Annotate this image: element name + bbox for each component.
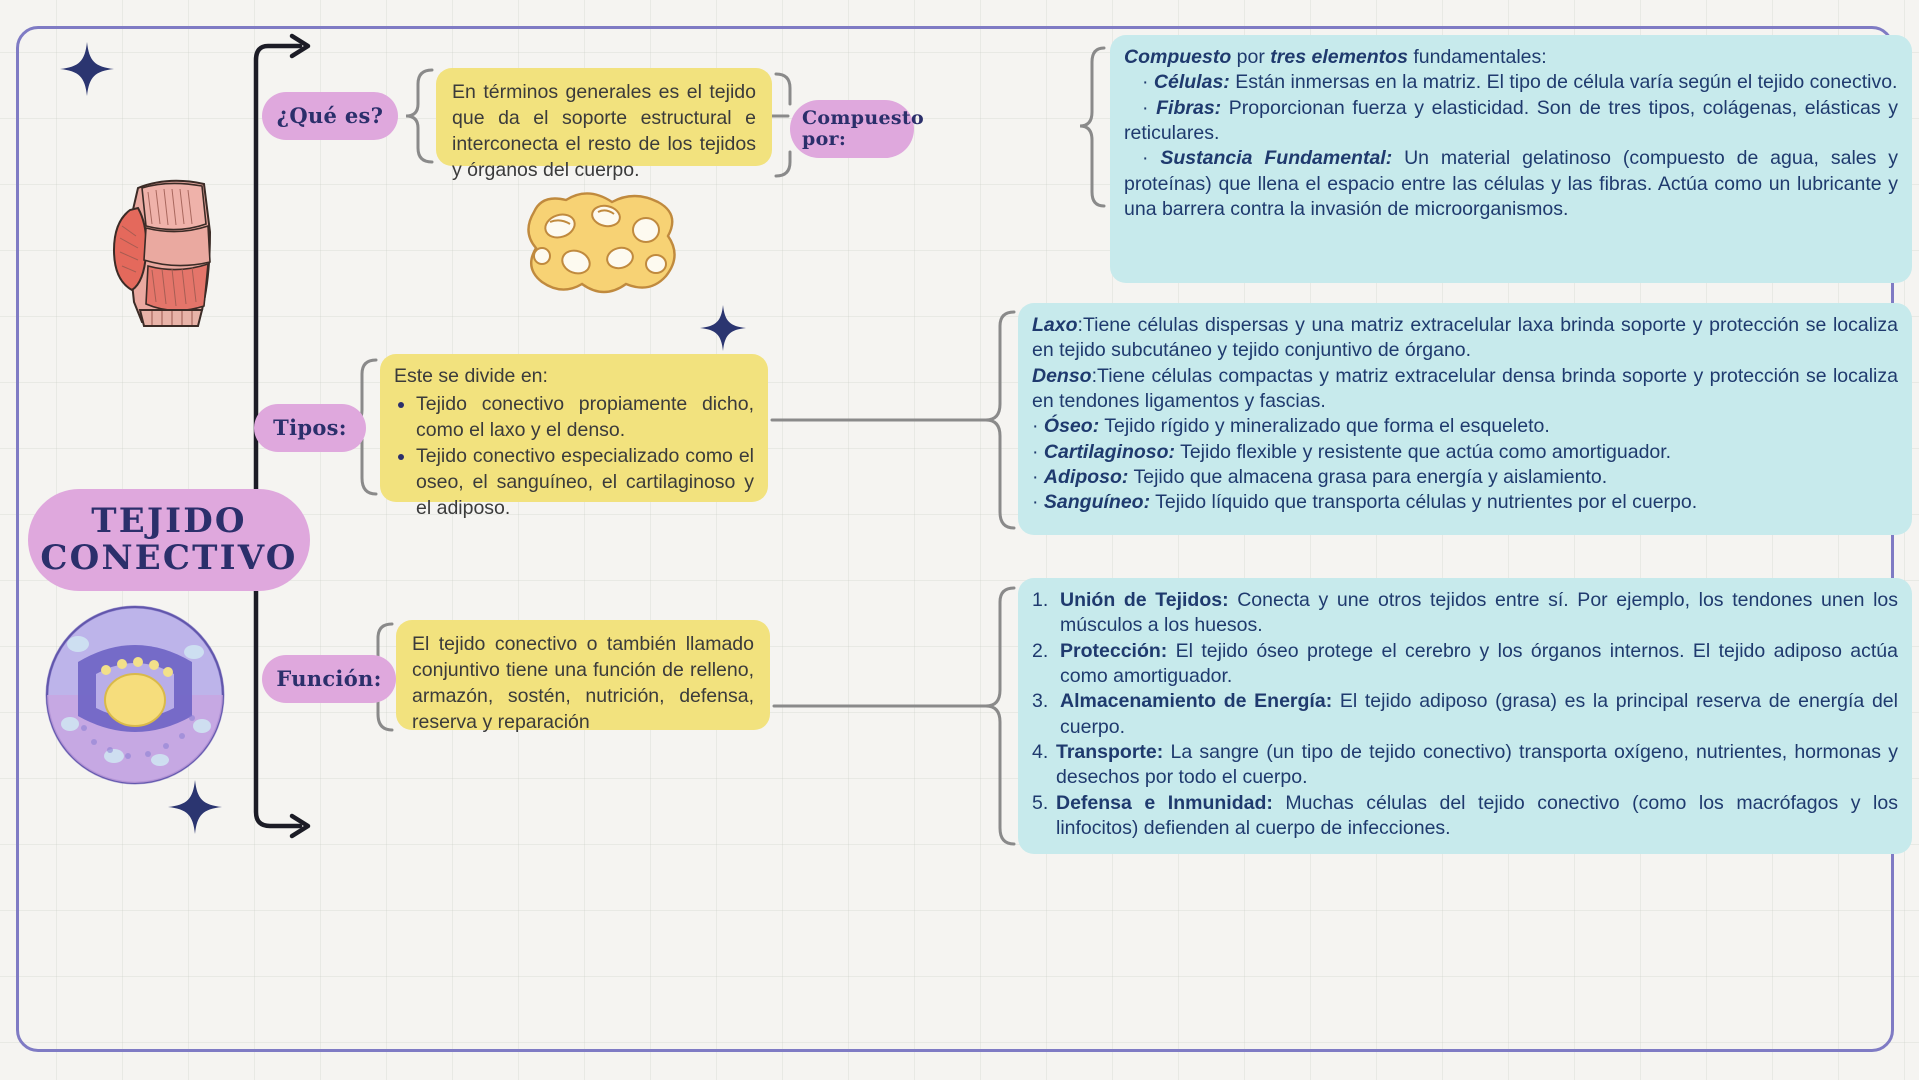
tipos-detail-item: · Adiposo: Tejido que almacena grasa par… [1032, 465, 1898, 490]
funcion-detail-text: El tejido óseo protege el cerebro y los … [1060, 639, 1898, 688]
funcion-detail-text: Muchas células del tejido conectivo (com… [1056, 791, 1898, 840]
funcion-detail-number: 1. [1032, 589, 1049, 611]
funcion-detail-text: El tejido adiposo (grasa) es la principa… [1060, 690, 1898, 738]
funcion-detail-item: 2. Protección: El tejido óseo protege el… [1032, 639, 1898, 690]
tipos-detail-bullet: · [1032, 440, 1039, 463]
compuesto-item: · Células: Están inmersas en la matriz. … [1124, 70, 1898, 95]
compuesto-intro-line: Compuesto por tres elementos fundamental… [1124, 45, 1898, 70]
tipos-detail-text: Tiene células dispersas y una matriz ext… [1032, 314, 1898, 362]
branch-pill-tipos-label: Tipos: [273, 415, 347, 441]
tipos-detail-item: · Óseo: Tejido rígido y mineralizado que… [1032, 414, 1898, 439]
branch-pill-compuesto-por[interactable]: Compuesto por: [790, 100, 924, 158]
funcion-detail-term: Unión de Tejidos: [1060, 589, 1229, 611]
funcion-detail-number: 3. [1032, 690, 1049, 713]
compuesto-item-text: Proporcionan fuerza y elasticidad. Son d… [1124, 96, 1899, 145]
card-que-es-definition: En términos generales es el tejido que d… [436, 68, 772, 181]
card-tipos-details: Laxo:Tiene células dispersas y una matri… [1018, 303, 1912, 535]
compuesto-item-text: Un material gelatinoso (compuesto de agu… [1124, 147, 1898, 221]
compuesto-item-bullet: · [1142, 147, 1149, 170]
cell-cross-section-illustration [44, 604, 226, 791]
compuesto-item-bullet: · [1142, 71, 1149, 94]
tipos-detail-bullet: · [1032, 466, 1039, 489]
compuesto-item-term: Células: [1153, 71, 1230, 94]
tipos-detail-item: · Sanguíneo: Tejido líquido que transpor… [1032, 490, 1898, 515]
compuesto-item-term: Sustancia Fundamental: [1160, 147, 1393, 170]
funcion-detail-term: Almacenamiento de Energía: [1060, 690, 1333, 713]
sparkle-bottom-left-icon [168, 780, 222, 834]
compuesto-item-text: Están inmersas en la matriz. El tipo de … [1229, 71, 1898, 94]
tipos-detail-term: Sanguíneo: [1043, 491, 1151, 514]
tipos-detail-text: Tiene células compactas y matriz extrace… [1032, 364, 1898, 413]
tipos-bullet-item: Tejido conectivo propiamente dicho, como… [416, 392, 754, 444]
funcion-detail-item: 5. Defensa e Inmunidad: Muchas células d… [1032, 791, 1898, 842]
connective-tissue-matrix-illustration [516, 186, 688, 309]
tipos-detail-term: Denso [1032, 364, 1092, 387]
card-funcion-text: El tejido conectivo o también llamado co… [412, 633, 754, 733]
card-compuesto-por-details: Compuesto por tres elementos fundamental… [1110, 35, 1912, 283]
funcion-detail-term: Transporte: [1056, 741, 1164, 764]
branch-pill-que-es-label: ¿Qué es? [276, 103, 384, 129]
muscle-anatomy-illustration [98, 170, 238, 335]
tipos-detail-term: Óseo: [1043, 415, 1100, 438]
tipos-detail-item: Laxo:Tiene células dispersas y una matri… [1032, 313, 1898, 364]
branch-pill-funcion[interactable]: Función: [262, 655, 396, 703]
branch-pill-que-es[interactable]: ¿Qué es? [262, 92, 398, 140]
funcion-detail-term: Defensa e Inmunidad: [1056, 791, 1273, 814]
title-line-1: TEJIDO [91, 501, 247, 542]
card-funcion-definition: El tejido conectivo o también llamado co… [396, 620, 770, 733]
funcion-detail-item: 4. Transporte: La sangre (un tipo de tej… [1032, 740, 1898, 791]
tipos-detail-term: Cartilaginoso: [1043, 440, 1176, 463]
card-funcion-details: 1. Unión de Tejidos: Conecta y une otros… [1018, 578, 1912, 854]
tipos-detail-text: Tejido que almacena grasa para energía y… [1128, 466, 1608, 489]
tipos-bullet-item: Tejido conectivo especializado como el o… [416, 444, 754, 522]
compuesto-intro-bold2: tres elementos [1270, 46, 1408, 68]
central-topic-tejido-conectivo[interactable]: TEJIDO CONECTIVO [28, 489, 310, 591]
funcion-detail-number: 2. [1032, 639, 1049, 662]
compuesto-intro-bold: Compuesto [1124, 46, 1232, 68]
tipos-detail-item: · Cartilaginoso: Tejido flexible y resis… [1032, 440, 1898, 465]
compuesto-intro-end: fundamentales: [1407, 46, 1547, 68]
funcion-detail-item: 1. Unión de Tejidos: Conecta y une otros… [1032, 588, 1898, 639]
funcion-detail-item: 3. Almacenamiento de Energía: El tejido … [1032, 689, 1898, 740]
branch-pill-tipos[interactable]: Tipos: [254, 404, 366, 452]
tipos-bullet-list: Tejido conectivo propiamente dicho, como… [394, 392, 754, 522]
tipos-detail-text: Tejido líquido que transporta células y … [1150, 491, 1698, 514]
compuesto-item-bullet: · [1142, 96, 1149, 119]
tipos-detail-text: Tejido flexible y resistente que actúa c… [1175, 440, 1672, 463]
compuesto-item-term: Fibras: [1156, 96, 1222, 119]
funcion-detail-term: Protección: [1060, 639, 1168, 662]
card-tipos-division: Este se divide en: Tejido conectivo prop… [380, 354, 768, 519]
tipos-detail-text: Tejido rígido y mineralizado que forma e… [1099, 415, 1550, 438]
funcion-detail-text: La sangre (un tipo de tejido conectivo) … [1056, 741, 1898, 789]
compuesto-item: · Sustancia Fundamental: Un material gel… [1124, 146, 1898, 222]
sparkle-top-left-icon [60, 42, 114, 96]
tipos-detail-sep: : [1077, 314, 1083, 336]
tipos-detail-bullet: · [1032, 415, 1039, 438]
card-que-es-text: En términos generales es el tejido que d… [452, 81, 756, 181]
tipos-intro: Este se divide en: [394, 365, 548, 387]
funcion-detail-text: Conecta y une otros tejidos entre sí. Po… [1060, 589, 1898, 637]
title-line-2: CONECTIVO [40, 538, 298, 578]
tipos-detail-bullet: · [1032, 491, 1039, 514]
tipos-detail-sep: : [1091, 364, 1098, 387]
funcion-detail-number: 4. [1032, 741, 1049, 764]
compuesto-item: · Fibras: Proporcionan fuerza y elastici… [1124, 96, 1898, 147]
tipos-detail-term: Laxo [1032, 314, 1078, 336]
sparkle-middle-icon [700, 305, 746, 351]
funcion-detail-number: 5. [1032, 791, 1049, 814]
branch-pill-compuesto-line1: Compuesto [802, 106, 924, 129]
tipos-detail-term: Adiposo: [1043, 466, 1129, 489]
branch-pill-compuesto-line2: por: [802, 128, 847, 150]
tipos-detail-item: Denso:Tiene células compactas y matriz e… [1032, 364, 1898, 415]
branch-pill-funcion-label: Función: [276, 666, 382, 692]
compuesto-intro-mid: por [1231, 46, 1271, 68]
